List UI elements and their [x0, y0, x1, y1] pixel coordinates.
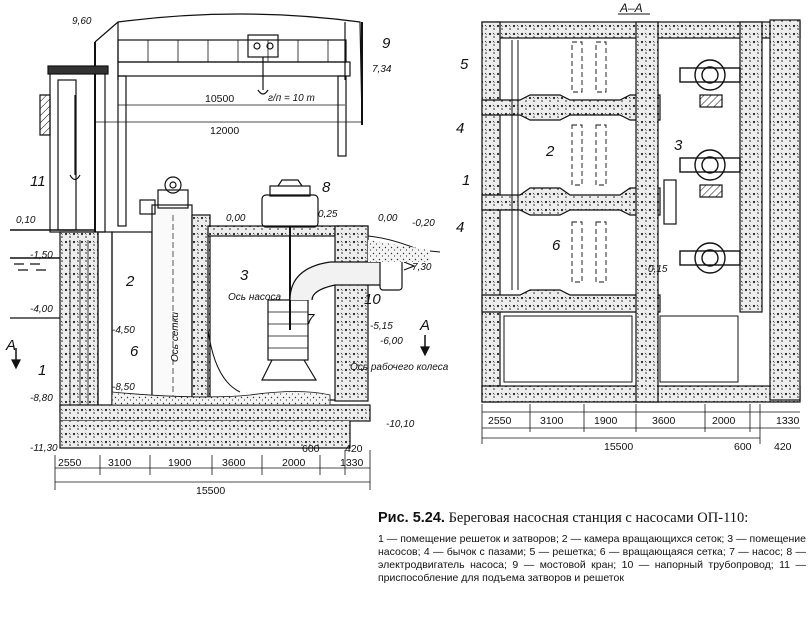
elevation-label: -10,10: [386, 419, 415, 430]
callout-number: 4: [456, 120, 464, 137]
elevation-label: 0,10: [16, 215, 36, 226]
left-callouts: 1 2 3 6 7 8 9 10 11: [30, 35, 391, 379]
callout-number: 7: [306, 311, 315, 328]
elevation-label: 0,00: [378, 213, 398, 224]
dimension-label: 2550: [58, 457, 82, 469]
figure-caption: Рис. 5.24. Береговая насосная станция с …: [378, 510, 806, 585]
pump-axis-label: Ось насоса: [228, 292, 281, 303]
elevation-label: 9,60: [72, 16, 92, 27]
callout-number: 2: [125, 273, 135, 290]
dimension-label: 2550: [488, 415, 512, 427]
callout-number: 6: [130, 343, 139, 360]
dimension-label: 420: [774, 441, 792, 453]
total-dimension-label: 15500: [604, 441, 633, 453]
rotating-screen: [151, 204, 193, 416]
elevation-label: -11,30: [30, 443, 58, 454]
dimension-label: 420: [345, 443, 363, 455]
dimension-label: 1900: [594, 415, 618, 427]
dimension-label: 2000: [282, 457, 306, 469]
section-mark-letter: А: [5, 337, 16, 354]
left-elevation-marks: 9,60 7,34 0,10 0,00 0,25 0,00 -0,20 -1,5…: [16, 16, 435, 454]
callout-number: 4: [456, 219, 464, 236]
elevation-label: 7,34: [372, 64, 392, 75]
elevation-label: -4,50: [112, 325, 135, 336]
pier-with-grooves: [481, 94, 661, 121]
impeller-axis-label: Ось рабочего колеса: [350, 361, 449, 373]
pump-room-wall: [334, 225, 369, 402]
elevation-label: -0,20: [412, 218, 435, 229]
pump-motor: [261, 194, 319, 228]
dimension-label: 1330: [776, 415, 800, 427]
dimension-label: 12000: [210, 125, 239, 137]
rotating-screens-plan: [571, 41, 607, 283]
bridge-crane: [117, 61, 351, 77]
grille-room-wall: [59, 231, 99, 413]
callout-number: 2: [545, 143, 555, 160]
callout-number: 11: [30, 173, 46, 190]
caption-prefix: Рис. 5.24.: [378, 510, 445, 526]
callout-number: 1: [38, 362, 46, 379]
dimension-label: 600: [734, 441, 752, 453]
callout-number: 6: [552, 237, 561, 254]
callout-number: 1: [462, 172, 470, 189]
dimension-label: 3100: [540, 415, 564, 427]
total-dimension-label: 15500: [196, 485, 225, 497]
pier-with-grooves: [481, 187, 661, 216]
dimension-label: 3100: [108, 457, 132, 469]
elevation-label: 0,15: [648, 264, 668, 275]
callout-number: 3: [674, 137, 683, 154]
dimension-label: 3600: [652, 415, 676, 427]
dimension-label: 3600: [222, 457, 246, 469]
dimension-label: 1900: [168, 457, 192, 469]
elevation-label: 0,00: [226, 213, 246, 224]
plan-outer-wall: [481, 21, 501, 403]
elevation-label: -5,15: [370, 321, 393, 332]
elevation-label: -8,50: [112, 382, 135, 393]
caption-title: Рис. 5.24. Береговая насосная станция с …: [378, 510, 806, 527]
right-callouts: 1 2 3 4 4 5 6: [456, 56, 683, 254]
caption-title-text: Береговая насосная станция с насосами ОП…: [448, 510, 749, 526]
crane-capacity-label: г/п = 10 т: [268, 93, 315, 104]
callout-number: 10: [364, 291, 381, 308]
foundation-slab: [59, 404, 371, 422]
section-marker: А–А: [619, 1, 643, 15]
callout-number: 5: [460, 56, 469, 73]
section-mark-letter: А: [419, 317, 430, 334]
elevation-label: -8,80: [30, 393, 53, 404]
callout-number: 9: [382, 35, 391, 52]
dimension-label: 10500: [205, 93, 234, 105]
roof-truss: [117, 39, 347, 63]
building-roof: [94, 13, 363, 119]
dimension-label: 600: [302, 443, 320, 455]
cross-section-view: [10, 13, 441, 490]
elevation-label: 7,30: [412, 262, 432, 273]
callout-number: 3: [240, 267, 249, 284]
callout-number: 8: [322, 179, 331, 196]
elevation-label: -4,00: [30, 304, 53, 315]
pump: [267, 299, 309, 361]
left-bottom-dimensions: 2550 3100 1900 3600 2000 600 420 1330 15…: [58, 443, 364, 497]
pump-plan-symbols: [679, 59, 741, 274]
caption-legend: 1 — помещение решеток и затворов; 2 — ка…: [378, 533, 806, 584]
plan-view-section-aa: [481, 13, 801, 444]
right-bottom-dimensions: 2550 3100 1900 3600 2000 1330 15500 600 …: [488, 415, 800, 453]
elevation-label: -1,50: [30, 250, 53, 261]
dimension-label: 1330: [340, 457, 364, 469]
screen-axis-label: Ось сетки: [170, 312, 181, 362]
elevation-label: -6,00: [380, 336, 403, 347]
dimension-label: 2000: [712, 415, 736, 427]
elevation-label: 0,25: [318, 209, 338, 220]
